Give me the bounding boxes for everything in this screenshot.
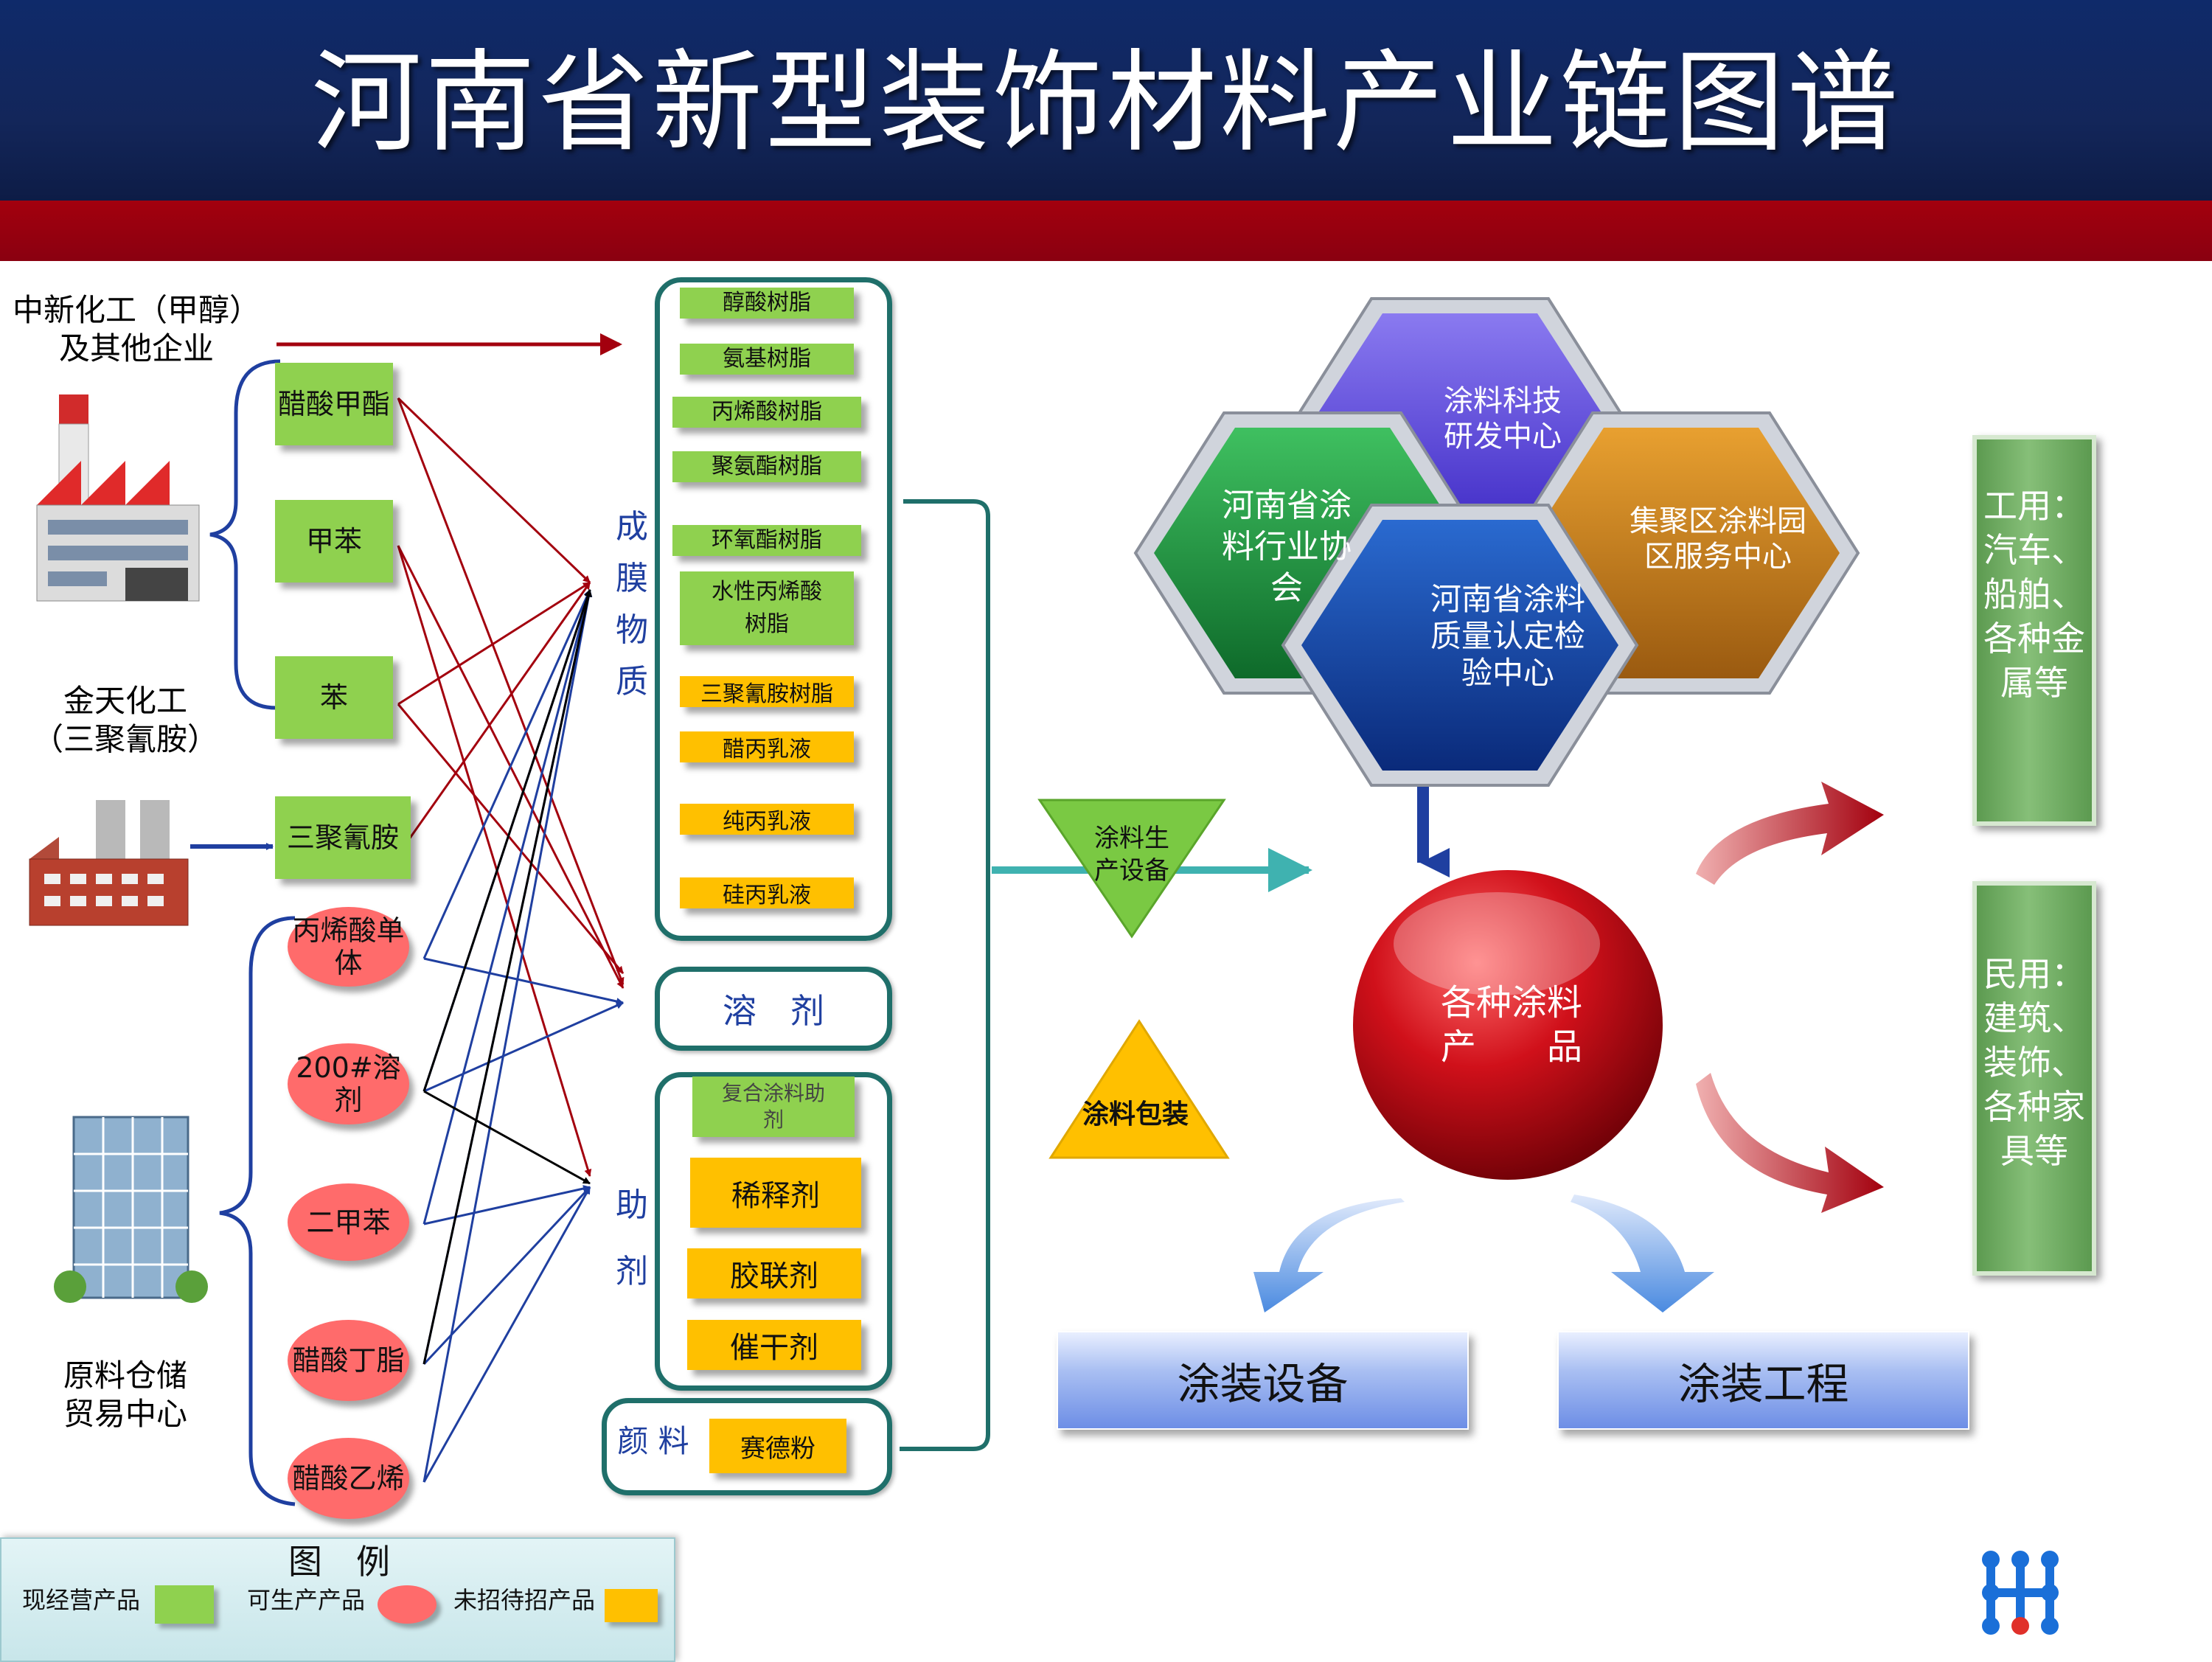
source-zhongxin: 中新化工（甲醇） 及其他企业 xyxy=(11,291,262,368)
additive-item: 复合涂料助剂 xyxy=(692,1077,855,1137)
film-item: 醇酸树脂 xyxy=(680,288,854,319)
additive-item-yellow: 稀释剂 xyxy=(690,1158,861,1228)
raw-red-item: 200#溶剂 xyxy=(288,1043,409,1124)
coating-equipment-box: 涂装设备 xyxy=(1057,1331,1469,1430)
hex-association-label: 河南省涂料行业协会 xyxy=(1222,487,1352,607)
legend-title: 图 例 xyxy=(288,1542,390,1582)
additive-item-yellow: 催干剂 xyxy=(687,1320,861,1370)
film-item: 环氧酯树脂 xyxy=(672,525,861,556)
additive-item-yellow: 胶联剂 xyxy=(687,1248,861,1298)
industrial-use-panel: 工用：汽车、船舶、各种金属等 xyxy=(1972,435,2096,826)
legend-green-swatch xyxy=(155,1585,214,1624)
legend-red-label: 可生产产品 xyxy=(247,1586,366,1614)
sphere-label: 各种涂料产 品 xyxy=(1440,982,1582,1068)
additive-group xyxy=(655,1072,892,1391)
film-group xyxy=(655,277,892,941)
film-item-yellow: 三聚氰胺树脂 xyxy=(680,676,854,707)
solvent-group: 溶 剂 xyxy=(655,967,892,1051)
raw-green-item: 三聚氰胺 xyxy=(275,796,411,879)
film-item-yellow: 纯丙乳液 xyxy=(680,804,854,835)
legend-panel xyxy=(0,1537,675,1662)
source-warehouse-line2: 贸易中心 xyxy=(63,1396,187,1432)
raw-red-item: 丙烯酸单体 xyxy=(288,907,409,987)
office-building-icon xyxy=(54,1116,208,1303)
legend-red-swatch xyxy=(378,1585,437,1624)
source-zhongxin-line2: 及其他企业 xyxy=(58,330,214,366)
source-jintian: 金天化工 （三聚氰胺） xyxy=(15,682,236,759)
source-zhongxin-line1: 中新化工（甲醇） xyxy=(12,292,260,328)
header-bar xyxy=(0,0,2212,201)
hex-park-label: 集聚区涂料园区服务中心 xyxy=(1630,504,1806,574)
raw-red-item: 醋酸乙烯 xyxy=(288,1438,409,1519)
coating-engineering-box: 涂装工程 xyxy=(1557,1331,1969,1430)
raw-red-item: 醋酸丁脂 xyxy=(288,1320,409,1401)
film-item-yellow: 硅丙乳液 xyxy=(680,877,854,908)
film-item: 丙烯酸树脂 xyxy=(672,397,861,428)
raw-green-item: 甲苯 xyxy=(275,500,393,583)
pigment-item: 赛德粉 xyxy=(709,1419,846,1473)
civil-use-panel: 民用：建筑、装饰、各种家具等 xyxy=(1972,881,2096,1276)
page-title: 河南省新型装饰材料产业链图谱 xyxy=(310,39,1901,167)
power-plant-icon xyxy=(29,800,189,926)
source-jintian-line1: 金天化工 xyxy=(63,683,187,719)
pigment-label: 颜 料 xyxy=(617,1423,689,1459)
hexagon-cluster xyxy=(1133,297,1860,787)
film-item-yellow: 醋丙乳液 xyxy=(680,731,854,762)
source-warehouse-line1: 原料仓储 xyxy=(63,1357,187,1394)
legend-yellow-label: 未招待招产品 xyxy=(453,1586,596,1614)
film-label: 成膜物质 xyxy=(616,508,648,700)
hex-quality-label: 河南省涂料质量认定检验中心 xyxy=(1430,581,1586,691)
packaging-triangle-label: 涂料包装 xyxy=(1082,1099,1189,1130)
film-item: 水性丙烯酸树脂 xyxy=(680,571,854,645)
packaging-triangle xyxy=(1048,1019,1230,1159)
corner-logo-icon xyxy=(1982,1551,2059,1635)
hex-rnd-label: 涂料科技研发中心 xyxy=(1444,384,1562,453)
film-item: 聚氨酯树脂 xyxy=(672,451,861,482)
additive-label: 助剂 xyxy=(616,1186,648,1290)
header-red-stripe xyxy=(0,201,2212,261)
source-warehouse: 原料仓储 贸易中心 xyxy=(29,1357,221,1433)
film-item: 氨基树脂 xyxy=(680,344,854,375)
legend-green-label: 现经营产品 xyxy=(22,1586,141,1614)
equipment-triangle-label: 涂料生产设备 xyxy=(1094,824,1169,886)
equipment-triangle xyxy=(1037,799,1226,939)
coating-products-sphere xyxy=(1353,870,1663,1180)
pigment-group xyxy=(602,1398,892,1495)
source-jintian-line2: （三聚氰胺） xyxy=(32,721,218,757)
raw-green-item: 苯 xyxy=(275,656,393,739)
raw-green-item: 醋酸甲酯 xyxy=(275,363,393,445)
factory-icon xyxy=(36,394,200,602)
legend-yellow-swatch xyxy=(605,1589,658,1622)
raw-red-item: 二甲苯 xyxy=(288,1183,409,1261)
